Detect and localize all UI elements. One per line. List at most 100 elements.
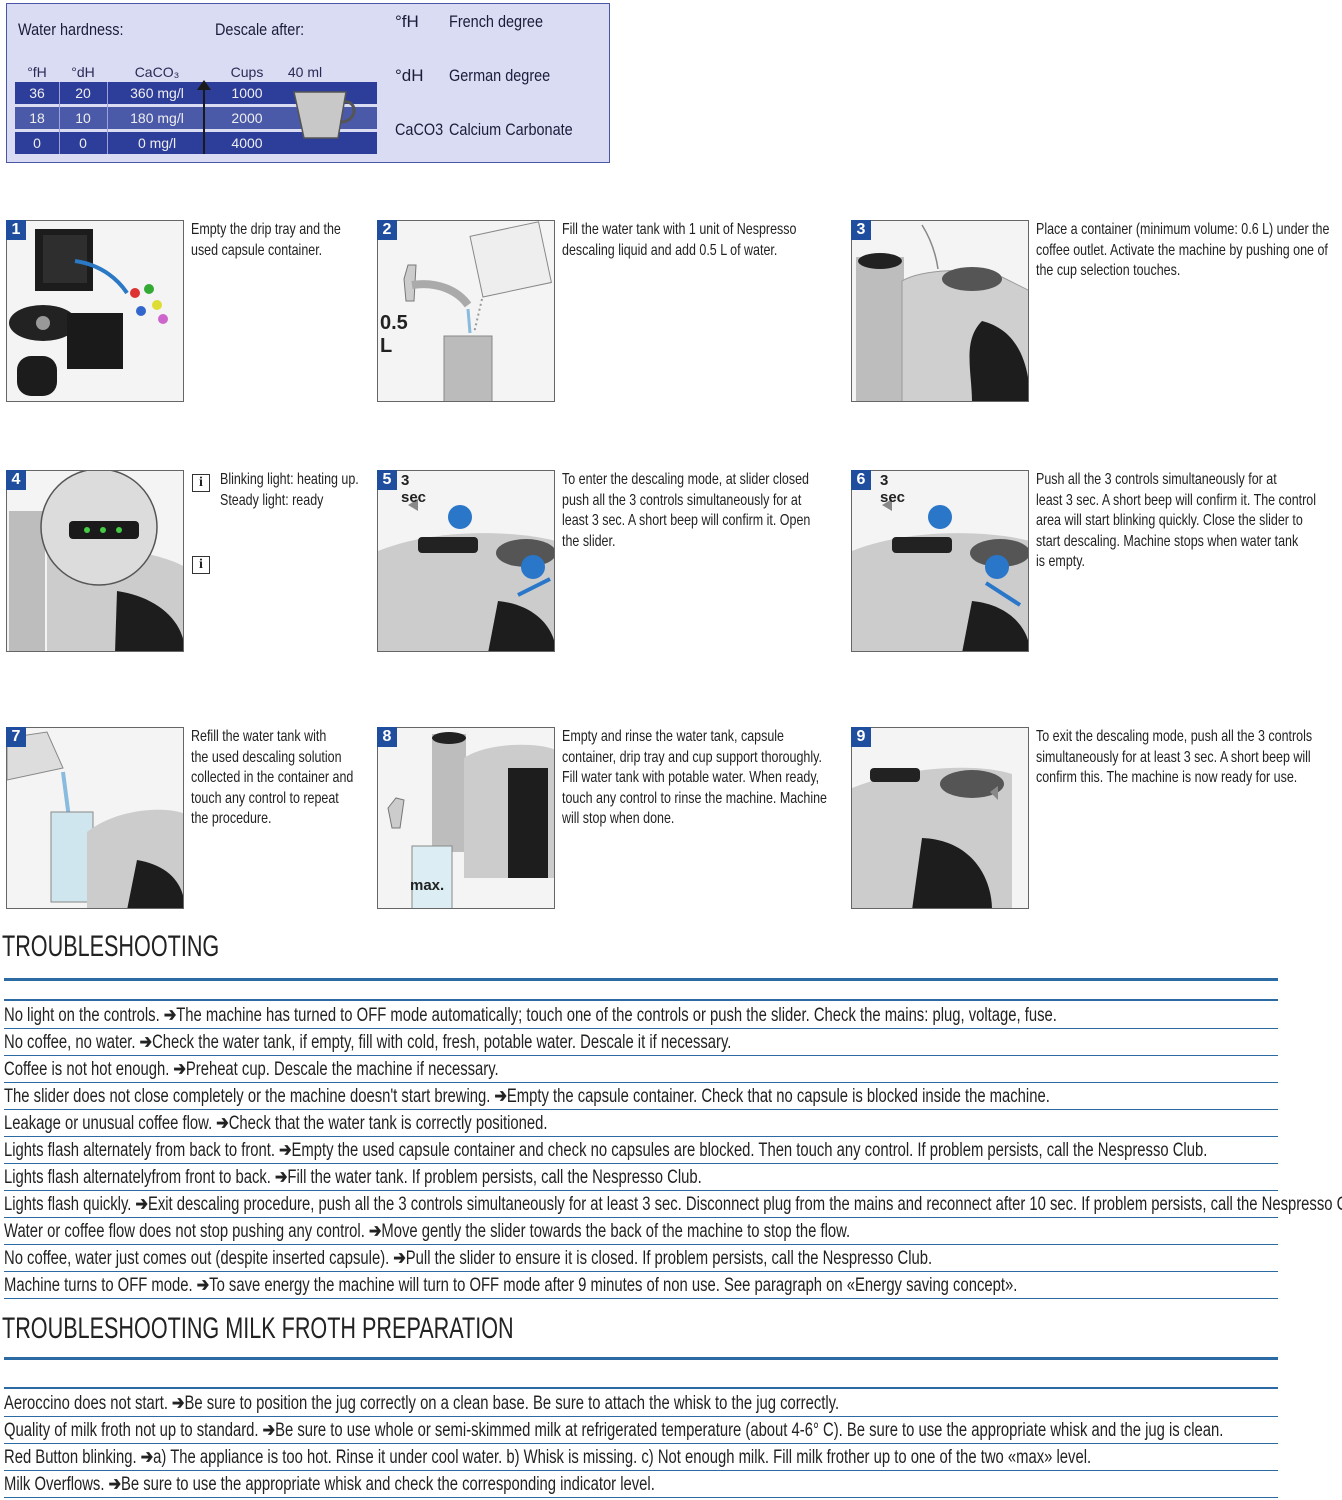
- cell-fh: 18: [29, 110, 45, 126]
- arrow-icon: ➔: [140, 1447, 154, 1468]
- cell-caco3: 0 mg/l: [137, 135, 177, 151]
- water-hardness-table: Water hardness: Descale after: °fH °dH C…: [6, 3, 610, 163]
- drip-tray-illustration: [9, 229, 168, 396]
- solution-text: Exit descaling procedure, push all the 3…: [147, 1194, 1342, 1215]
- step-illustration: [851, 220, 1029, 402]
- max-label: max.: [410, 877, 445, 894]
- hardness-row: [15, 107, 377, 129]
- step-illustration: [851, 470, 1029, 652]
- water-hardness-label: Water hardness:: [18, 20, 124, 39]
- step-illustration: [851, 727, 1029, 909]
- step-number: 3: [851, 220, 871, 240]
- step-text: Blinking light: heating up.Steady light:…: [220, 471, 359, 509]
- step-text: To exit the descaling mode, push all the…: [1036, 728, 1313, 786]
- solution-text: Be sure to position the jug correctly on…: [184, 1393, 840, 1414]
- arrow-icon: ➔: [135, 1194, 148, 1215]
- step-illustration: [6, 220, 184, 402]
- problem-text: No light on the controls.: [4, 1005, 160, 1026]
- problem-text: Quality of milk froth not up to standard…: [4, 1420, 259, 1441]
- troubleshooting-row: Machine turns to OFF mode. ➔To save ener…: [4, 1271, 1278, 1299]
- arrow-icon: ➔: [275, 1167, 288, 1188]
- tap-fill-illustration: [403, 221, 552, 401]
- solution-text: Be sure to use whole or semi-skimmed mil…: [275, 1420, 1224, 1441]
- title-rule: [4, 978, 1278, 981]
- cell-dh: 20: [75, 85, 91, 101]
- cell-dh: 0: [79, 135, 87, 151]
- step-number: 1: [6, 220, 26, 240]
- legend-text: French degree: [449, 12, 543, 31]
- problem-text: Lights flash alternately from back to fr…: [4, 1140, 276, 1161]
- solution-text: Be sure to use the appropriate whisk and…: [120, 1474, 655, 1495]
- troubleshooting-row: Leakage or unusual coffee flow. ➔Check t…: [4, 1109, 1278, 1137]
- refill-illustration: [7, 731, 183, 908]
- arrow-icon: ➔: [279, 1140, 292, 1161]
- machine-illustration: [856, 224, 1028, 401]
- solution-text: a) The appliance is too hot. Rinse it un…: [153, 1447, 1092, 1468]
- solution-text: To save energy the machine will turn to …: [209, 1275, 1018, 1296]
- cell-caco3: 180 mg/l: [130, 110, 184, 126]
- problem-text: Lights flash quickly.: [4, 1194, 132, 1215]
- volume-label: 0.5 L: [380, 312, 408, 357]
- duration-badge: 3 sec: [401, 472, 427, 506]
- problem-text: Water or coffee flow does not stop pushi…: [4, 1221, 365, 1242]
- hardness-row: [15, 82, 377, 104]
- problem-text: Aeroccino does not start.: [4, 1393, 168, 1414]
- step-number: 4: [6, 470, 26, 490]
- arrow-icon: ➔: [216, 1113, 229, 1134]
- problem-text: Coffee is not hot enough.: [4, 1059, 170, 1080]
- step-illustration: [6, 727, 184, 909]
- troubleshooting-row: Lights flash alternatelyfrom front to ba…: [4, 1163, 1278, 1191]
- step-text: Fill the water tank with 1 unit of Nespr…: [562, 221, 797, 259]
- troubleshooting-row: Red Button blinking. ➔a) The appliance i…: [4, 1443, 1278, 1471]
- problem-text: Lights flash alternatelyfrom front to ba…: [4, 1167, 271, 1188]
- legend-symbol: CaCO3: [395, 120, 444, 139]
- solution-text: Empty the capsule container. Check that …: [506, 1086, 1050, 1107]
- arrow-icon: ➔: [139, 1032, 153, 1053]
- problem-text: No coffee, water just comes out (despite…: [4, 1248, 390, 1269]
- solution-text: Check the water tank, if empty, fill wit…: [152, 1032, 732, 1053]
- duration-badge: 3 sec: [880, 472, 906, 506]
- troubleshooting-row: Quality of milk froth not up to standard…: [4, 1416, 1278, 1444]
- step-number: 7: [6, 727, 26, 747]
- arrow-icon: ➔: [163, 1005, 177, 1026]
- solution-text: Preheat cup. Descale the machine if nece…: [185, 1059, 499, 1080]
- header-volume: 40 ml: [287, 64, 323, 80]
- row-divider: [4, 1387, 1278, 1389]
- header-caco3: CaCO₃: [134, 64, 180, 80]
- problem-text: No coffee, no water.: [4, 1032, 136, 1053]
- troubleshooting-row: No light on the controls. ➔The machine h…: [4, 1001, 1278, 1029]
- problem-text: Milk Overflows.: [4, 1474, 105, 1495]
- solution-text: Move gently the slider towards the back …: [381, 1221, 851, 1242]
- troubleshooting-row: Coffee is not hot enough. ➔Preheat cup. …: [4, 1055, 1278, 1083]
- cell-cups: 2000: [231, 110, 263, 126]
- arrow-icon: ➔: [196, 1275, 210, 1296]
- cell-fh: 0: [33, 135, 41, 151]
- solution-text: Pull the slider to ensure it is closed. …: [405, 1248, 933, 1269]
- title-rule: [4, 1357, 1278, 1360]
- troubleshooting-row: Lights flash quickly. ➔Exit descaling pr…: [4, 1190, 1342, 1218]
- legend-symbol: °fH: [395, 12, 419, 31]
- troubleshooting-row: Lights flash alternately from back to fr…: [4, 1136, 1278, 1164]
- troubleshooting-row: No coffee, no water. ➔Check the water ta…: [4, 1028, 1278, 1056]
- solution-text: Fill the water tank. If problem persists…: [287, 1167, 702, 1188]
- header-dh: °dH: [71, 64, 95, 80]
- info-icon: i: [192, 556, 210, 574]
- troubleshooting-row: Milk Overflows. ➔Be sure to use the appr…: [4, 1470, 1278, 1498]
- step-illustration: [377, 727, 555, 909]
- cell-dh: 10: [75, 110, 91, 126]
- step-text: Push all the 3 controls simultaneously f…: [1036, 471, 1317, 570]
- arrow-icon: ➔: [172, 1393, 185, 1414]
- arrow-icon: ➔: [494, 1086, 507, 1107]
- exit-descaling-illustration: [852, 767, 1012, 908]
- troubleshooting-title: TROUBLESHOOTING: [2, 930, 220, 963]
- step-illustration: [6, 470, 184, 652]
- step-number: 8: [377, 727, 397, 747]
- troubleshooting-row: The slider does not close completely or …: [4, 1082, 1278, 1110]
- problem-text: Red Button blinking.: [4, 1447, 137, 1468]
- legend-symbol: °dH: [395, 66, 424, 85]
- arrow-icon: ➔: [368, 1221, 382, 1242]
- cell-cups: 1000: [231, 85, 263, 101]
